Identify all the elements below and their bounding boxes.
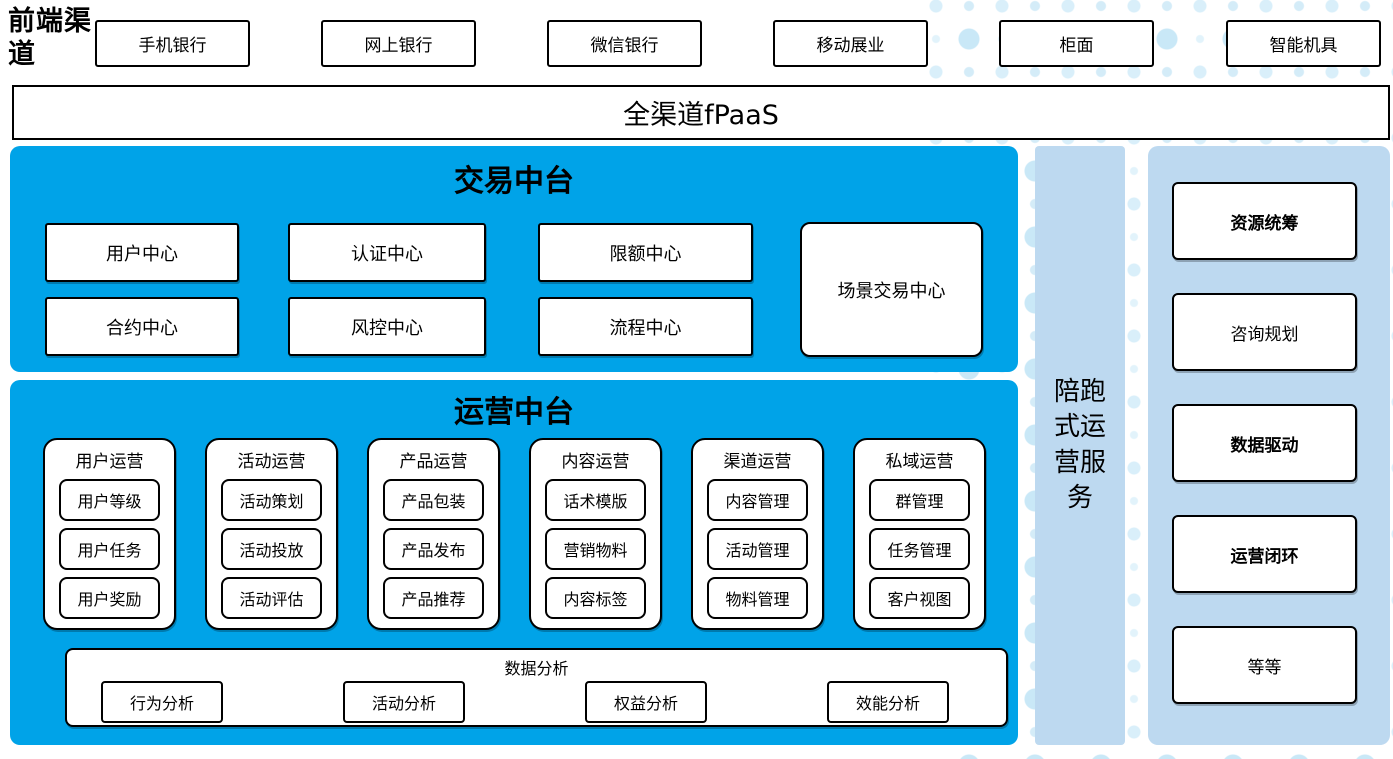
companion-service-bar: 陪跑式运营服务 [1035, 146, 1125, 745]
group-item: 客户视图 [869, 577, 970, 619]
group-item: 产品推荐 [383, 577, 484, 619]
group-title: 内容运营 [561, 452, 630, 472]
group-item: 群管理 [869, 479, 970, 521]
group-title: 用户运营 [75, 452, 144, 472]
service-box-etc: 等等 [1172, 626, 1357, 704]
channel-box-mobile-outreach: 移动展业 [773, 20, 928, 67]
group-item: 用户等级 [59, 479, 160, 521]
channel-box-smart-devices: 智能机具 [1226, 20, 1381, 67]
group-content-operation: 内容运营 话术模版 营销物料 内容标签 [529, 438, 662, 630]
channel-box-counter: 柜面 [999, 20, 1154, 67]
group-item: 物料管理 [707, 577, 808, 619]
service-box-operation-loop: 运营闭环 [1172, 515, 1357, 593]
analysis-item-efficiency: 效能分析 [827, 681, 949, 723]
channel-box-mobile-banking: 手机银行 [95, 20, 250, 67]
group-item: 用户奖励 [59, 577, 160, 619]
service-box-data-driven: 数据驱动 [1172, 404, 1357, 482]
group-user-operation: 用户运营 用户等级 用户任务 用户奖励 [43, 438, 176, 630]
group-channel-operation: 渠道运营 内容管理 活动管理 物料管理 [691, 438, 824, 630]
center-box-limit: 限额中心 [538, 223, 753, 282]
channel-box-wechat-banking: 微信银行 [547, 20, 702, 67]
group-item: 产品包装 [383, 479, 484, 521]
group-item: 话术模版 [545, 479, 646, 521]
group-title: 产品运营 [399, 452, 468, 472]
group-activity-operation: 活动运营 活动策划 活动投放 活动评估 [205, 438, 338, 630]
group-title: 私域运营 [885, 452, 954, 472]
scene-trade-center-box: 场景交易中心 [800, 222, 983, 357]
group-item: 内容管理 [707, 479, 808, 521]
data-analysis-box: 数据分析 行为分析 活动分析 权益分析 效能分析 [65, 648, 1008, 727]
service-box-resource-planning: 资源统筹 [1172, 182, 1357, 260]
front-channels-label: 前端渠道 [8, 6, 92, 70]
group-item: 营销物料 [545, 528, 646, 570]
group-title: 渠道运营 [723, 452, 792, 472]
service-items-panel: 资源统筹 咨询规划 数据驱动 运营闭环 等等 [1148, 146, 1390, 745]
center-box-risk: 风控中心 [288, 297, 486, 356]
group-item: 任务管理 [869, 528, 970, 570]
group-product-operation: 产品运营 产品包装 产品发布 产品推荐 [367, 438, 500, 630]
channel-box-online-banking: 网上银行 [321, 20, 476, 67]
group-title: 活动运营 [237, 452, 306, 472]
center-box-auth: 认证中心 [288, 223, 486, 282]
center-box-process: 流程中心 [538, 297, 753, 356]
companion-service-label: 陪跑式运营服务 [1053, 377, 1106, 513]
group-item: 活动评估 [221, 577, 322, 619]
operation-platform-panel: 运营中台 用户运营 用户等级 用户任务 用户奖励 活动运营 活动策划 活动投放 … [10, 380, 1018, 745]
operation-platform-title: 运营中台 [454, 395, 574, 430]
center-box-contract: 合约中心 [45, 297, 239, 356]
trade-platform-title: 交易中台 [454, 164, 574, 199]
analysis-item-benefit: 权益分析 [585, 681, 707, 723]
group-item: 用户任务 [59, 528, 160, 570]
group-item: 内容标签 [545, 577, 646, 619]
group-item: 产品发布 [383, 528, 484, 570]
group-item: 活动策划 [221, 479, 322, 521]
group-item: 活动管理 [707, 528, 808, 570]
fpaas-bar: 全渠道fPaaS [12, 85, 1390, 140]
data-analysis-title: 数据分析 [504, 659, 569, 678]
service-box-consulting: 咨询规划 [1172, 293, 1357, 371]
group-item: 活动投放 [221, 528, 322, 570]
trade-platform-panel: 交易中台 用户中心 认证中心 限额中心 合约中心 风控中心 流程中心 场景交易中… [10, 146, 1018, 372]
center-box-user: 用户中心 [45, 223, 239, 282]
analysis-item-activity: 活动分析 [343, 681, 465, 723]
analysis-item-behavior: 行为分析 [101, 681, 223, 723]
group-private-domain-operation: 私域运营 群管理 任务管理 客户视图 [853, 438, 986, 630]
